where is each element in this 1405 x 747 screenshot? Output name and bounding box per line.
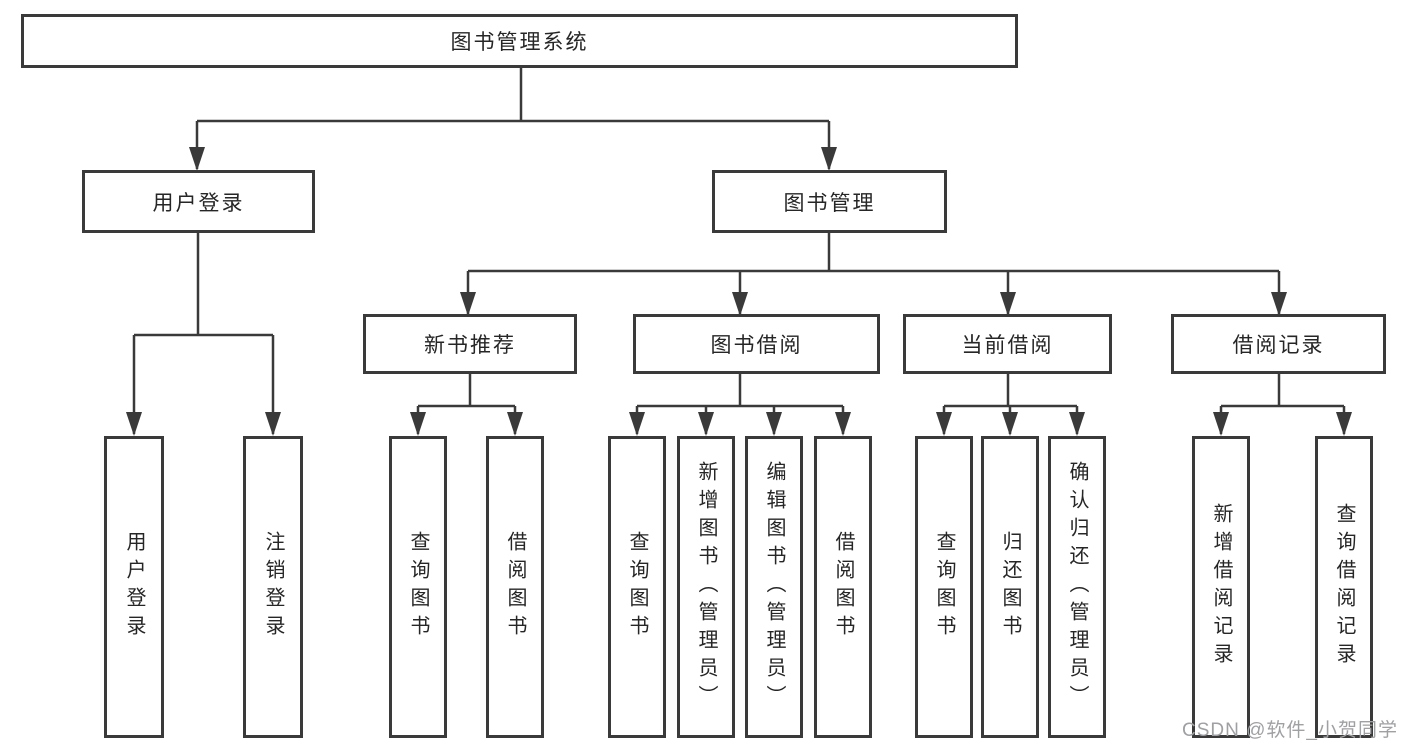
node-label: 图书管理 [783,191,876,215]
leaf-label: 查询图书 [933,531,955,643]
node-user-login: 用户登录 [82,170,315,233]
leaf-label: 新增图书（管理员） [695,461,717,713]
connector-user-login-to-leaves [126,233,281,436]
leaf-label: 查询借阅记录 [1333,503,1355,671]
csdn-watermark: CSDN @软件_小贺同学 [1182,720,1398,741]
node-book-borrow: 图书借阅 [633,314,880,374]
leaf-query-books-recommend: 查询图书 [389,436,447,738]
node-new-book-recommend: 新书推荐 [363,314,577,374]
leaf-label: 确认归还（管理员） [1066,461,1088,713]
leaf-confirm-return-admin: 确认归还（管理员） [1048,436,1106,738]
leaf-label: 新增借阅记录 [1210,503,1232,671]
leaf-label: 用户登录 [123,531,145,643]
leaf-edit-book-admin: 编辑图书（管理员） [745,436,803,738]
leaf-query-borrow-record: 查询借阅记录 [1315,436,1373,738]
connector-borrow-records-to-leaves [1213,374,1352,436]
leaf-logout: 注销登录 [243,436,303,738]
node-label: 借阅记录 [1232,334,1325,357]
node-label: 用户登录 [152,191,245,215]
connector-root-to-level2 [189,68,837,171]
node-book-management: 图书管理 [712,170,947,233]
leaf-query-books-current: 查询图书 [915,436,973,738]
leaf-label: 查询图书 [626,531,648,643]
connector-new-book-recommend-to-leaves [410,374,523,436]
connector-current-borrow-to-leaves [936,374,1085,436]
leaf-label: 查询图书 [407,531,429,643]
node-label: 当前借阅 [961,334,1054,357]
node-label: 新书推荐 [424,334,516,357]
connector-book-borrow-to-leaves [629,374,851,436]
leaf-add-borrow-record: 新增借阅记录 [1192,436,1250,738]
leaf-label: 归还图书 [999,531,1021,643]
node-label: 图书借阅 [710,334,803,357]
connector-book-management-to-level3 [460,233,1287,316]
node-current-borrow: 当前借阅 [903,314,1112,374]
leaf-label: 注销登录 [262,531,284,643]
leaf-add-book-admin: 新增图书（管理员） [677,436,735,738]
leaf-return-book: 归还图书 [981,436,1039,738]
leaf-query-books-borrow: 查询图书 [608,436,666,738]
leaf-borrow-books-recommend: 借阅图书 [486,436,544,738]
leaf-borrow-books: 借阅图书 [814,436,872,738]
node-borrow-records: 借阅记录 [1171,314,1386,374]
leaf-user-login: 用户登录 [104,436,164,738]
leaf-label: 借阅图书 [504,531,526,643]
node-book-management-system: 图书管理系统 [21,14,1018,68]
leaf-label: 编辑图书（管理员） [763,461,785,713]
node-label: 图书管理系统 [450,31,589,54]
leaf-label: 借阅图书 [832,531,854,643]
